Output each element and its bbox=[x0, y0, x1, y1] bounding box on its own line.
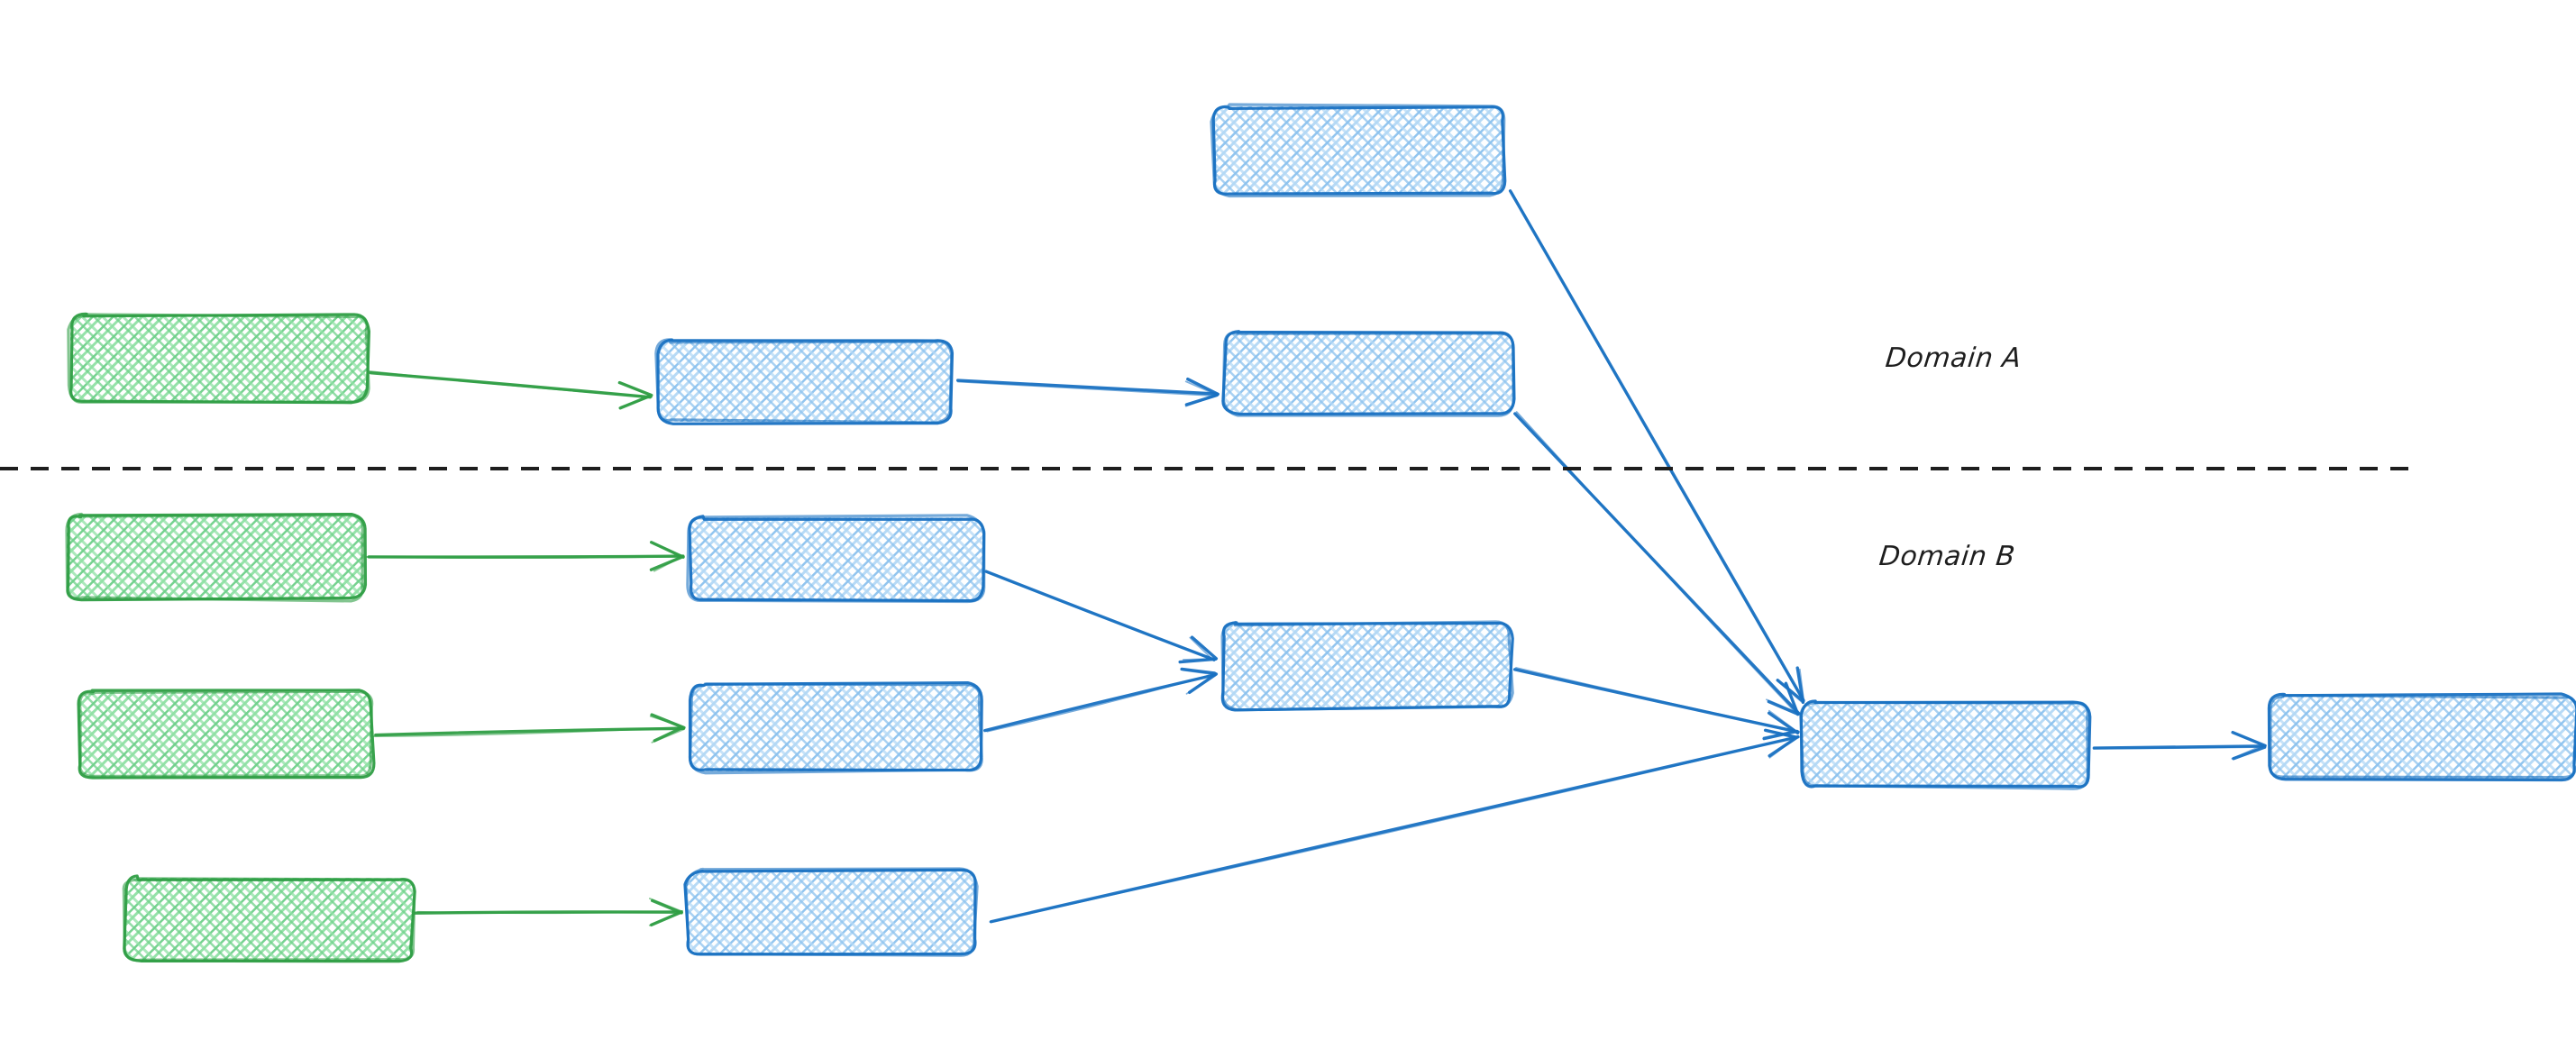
node-a-proc-2[interactable] bbox=[1221, 330, 1516, 417]
edge-e10 bbox=[989, 728, 1800, 924]
nodes-layer bbox=[65, 103, 2576, 963]
node-b-src-2[interactable] bbox=[77, 689, 376, 780]
node-b-proc-3[interactable] bbox=[683, 867, 979, 957]
edge-e1 bbox=[369, 370, 653, 410]
node-b-sink-1[interactable] bbox=[2267, 692, 2576, 782]
node-b-src-1[interactable] bbox=[65, 512, 368, 603]
node-b-proc-1[interactable] bbox=[686, 514, 986, 604]
edge-e7 bbox=[414, 898, 683, 927]
edge-e8 bbox=[984, 570, 1219, 664]
node-a-proc-1[interactable] bbox=[654, 338, 955, 425]
domain-a-label: Domain A bbox=[1884, 342, 2023, 374]
domain-b-label: Domain B bbox=[1877, 541, 2017, 572]
node-a-top-1[interactable] bbox=[1210, 103, 1507, 198]
node-a-src-1[interactable] bbox=[67, 312, 370, 405]
edge-e4 bbox=[1513, 411, 1801, 716]
edge-e12 bbox=[2092, 730, 2267, 761]
edge-e9 bbox=[983, 667, 1219, 733]
node-b-src-3[interactable] bbox=[122, 874, 416, 963]
edge-e6 bbox=[372, 713, 686, 743]
edges-layer bbox=[365, 189, 2267, 927]
edge-e5 bbox=[365, 541, 685, 572]
node-b-proc-2[interactable] bbox=[688, 681, 983, 775]
node-b-merge-1[interactable] bbox=[1220, 620, 1514, 712]
edge-e11 bbox=[1512, 667, 1800, 741]
node-b-merge-2[interactable] bbox=[1799, 699, 2092, 790]
edge-e2 bbox=[956, 377, 1219, 407]
edge-e3 bbox=[1508, 189, 1805, 705]
